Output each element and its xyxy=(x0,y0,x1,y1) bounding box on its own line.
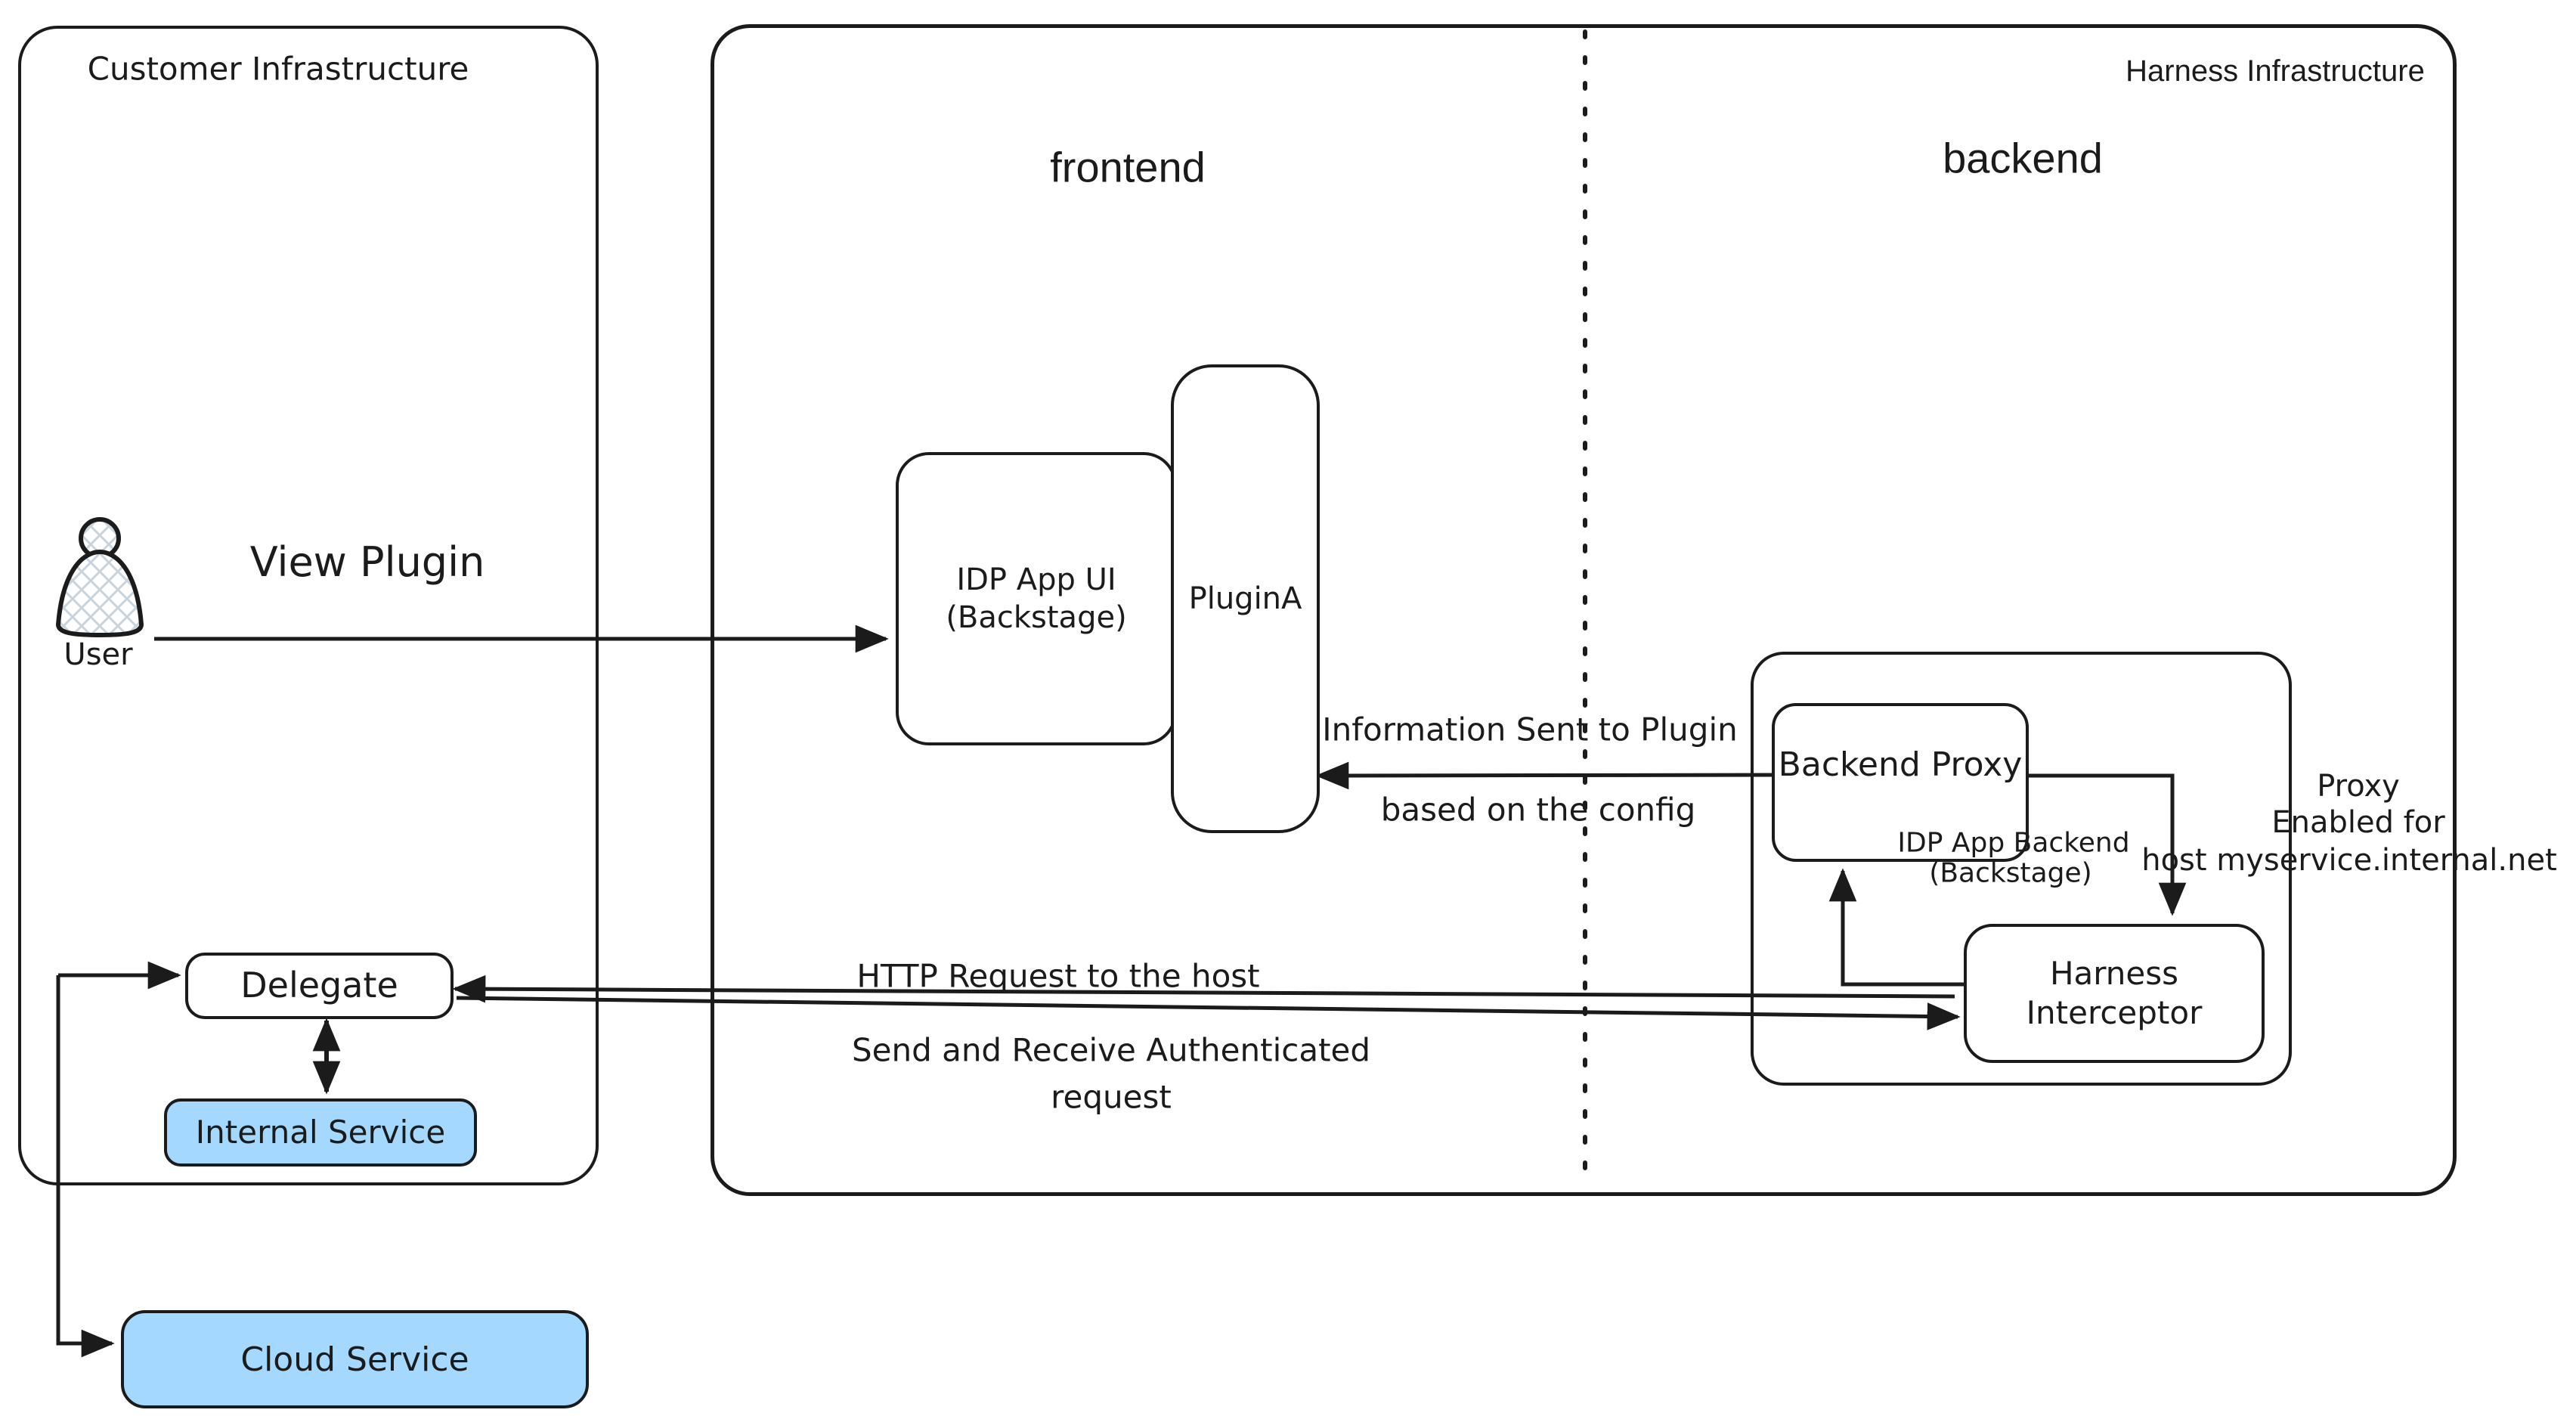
internal-service-label: Internal Service xyxy=(195,1113,446,1151)
plugin-a-label: PluginA xyxy=(1188,581,1302,616)
send-receive-arrow xyxy=(456,996,1961,1030)
info-sent-label-line2: based on the config xyxy=(1380,791,1696,829)
http-request-label: HTTP Request to the host xyxy=(856,957,1260,995)
proxy-enabled-label-line3: host myservice.internal.net xyxy=(2141,843,2557,878)
rail-to-cloud-arrow xyxy=(56,975,115,1358)
backend-proxy-label: Backend Proxy xyxy=(1778,745,2023,784)
idp-backend-group xyxy=(1751,652,2292,1086)
backend-section-label: backend xyxy=(1943,134,2103,182)
cloud-service-label: Cloud Service xyxy=(240,1340,469,1379)
proxy-enabled-label-line1: Proxy xyxy=(2317,769,2400,804)
harness-region-title: Harness Infrastructure xyxy=(2126,54,2425,88)
idp-app-backend-label-line2: (Backstage) xyxy=(1929,857,2092,889)
proxy-to-interceptor-arrow xyxy=(2029,773,2187,916)
backend-proxy-node: Backend Proxy xyxy=(1772,703,2029,862)
delegate-label: Delegate xyxy=(240,965,398,1006)
user-icon xyxy=(55,517,144,638)
send-receive-label-line1: Send and Receive Authenticated xyxy=(851,1031,1371,1069)
customer-region-title: Customer Infrastructure xyxy=(87,50,469,88)
harness-infrastructure-region xyxy=(711,24,2457,1196)
http-request-arrow xyxy=(452,974,1955,1003)
send-receive-label-line2: request xyxy=(1051,1078,1172,1116)
cloud-service-node: Cloud Service xyxy=(121,1310,589,1408)
view-plugin-label: View Plugin xyxy=(249,538,485,586)
frontend-section-label: frontend xyxy=(1050,143,1206,191)
harness-interceptor-node: Harness Interceptor xyxy=(1964,924,2265,1063)
user-label: User xyxy=(63,637,133,672)
idp-app-ui-node: IDP App UI (Backstage) xyxy=(896,452,1177,745)
info-sent-label-line1: Information Sent to Plugin xyxy=(1322,711,1738,748)
info-sent-arrow xyxy=(1315,761,1777,790)
customer-infrastructure-region xyxy=(18,26,599,1185)
harness-interceptor-label-line1: Harness xyxy=(2049,954,2179,992)
interceptor-to-proxy-arrow xyxy=(1828,868,1964,987)
plugin-a-node: PluginA xyxy=(1171,364,1320,833)
idp-app-ui-label-line1: IDP App UI xyxy=(956,562,1116,597)
idp-app-backend-label-line1: IDP App Backend xyxy=(1897,827,2130,859)
harness-interceptor-label-line2: Interceptor xyxy=(2026,994,2203,1031)
delegate-node: Delegate xyxy=(185,953,454,1019)
idp-app-ui-label-line2: (Backstage) xyxy=(946,600,1127,635)
internal-service-node: Internal Service xyxy=(164,1098,477,1167)
proxy-enabled-label-line2: Enabled for xyxy=(2271,805,2445,840)
